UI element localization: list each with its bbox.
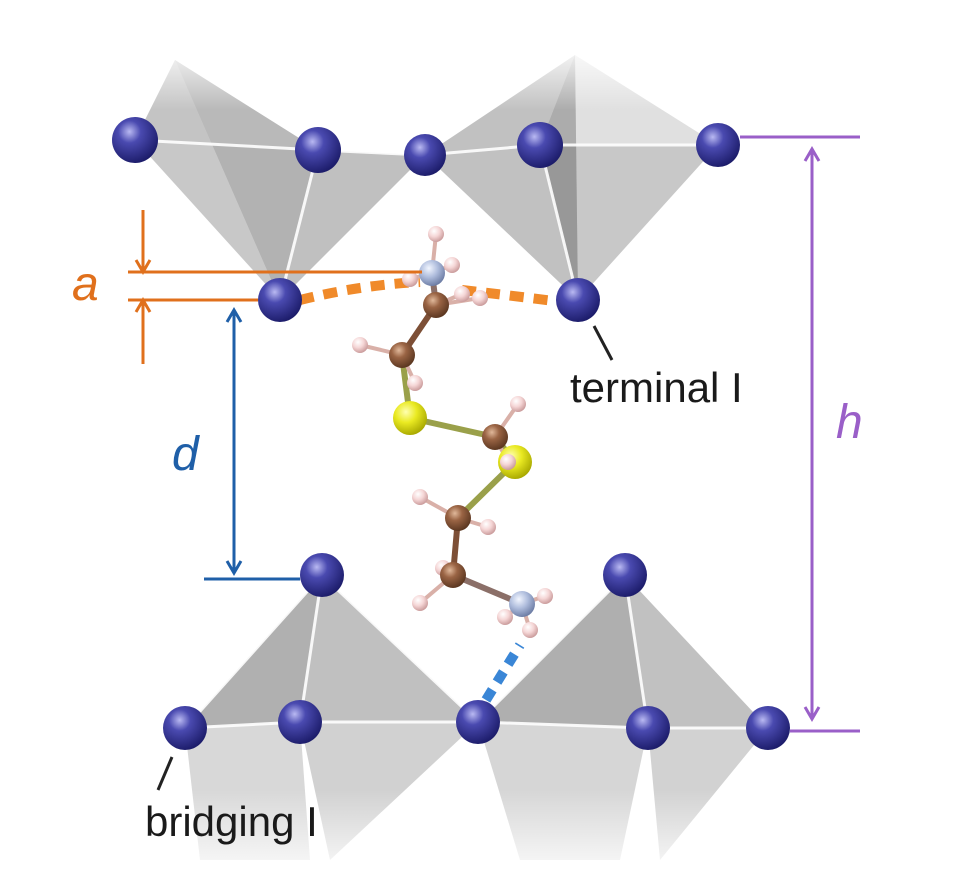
terminal-label: terminal I [570, 364, 743, 411]
hydrogen-atom [522, 622, 538, 638]
terminal-iodine-left [258, 278, 302, 322]
iodine-atom [112, 117, 158, 163]
hydrogen-atom [497, 609, 513, 625]
a-label: a [72, 258, 99, 311]
hydrogen-atom [454, 286, 470, 302]
top-bond [538, 144, 580, 301]
h-label: h [836, 396, 863, 449]
bottom-bond [476, 573, 627, 724]
bottom-octahedra-layer [150, 573, 810, 884]
iodine-atom [696, 123, 740, 167]
hydrogen-atom [472, 290, 488, 306]
iodine-atom [517, 122, 563, 168]
iodine-atom [278, 700, 322, 744]
hbond-orange-left [298, 277, 421, 305]
bridging-label: bridging I [145, 798, 318, 845]
hydrogen-atom [480, 519, 496, 535]
bridging-leader [156, 756, 174, 791]
hydrogen-atom [500, 454, 516, 470]
nitrogen-atom [509, 591, 535, 617]
hydrogen-atom [428, 226, 444, 242]
bottom-bond [320, 573, 480, 724]
carbon-atom [423, 292, 449, 318]
hydrogen-atom [537, 588, 553, 604]
top-fade-overlay [100, 40, 760, 110]
hydrogen-atom [444, 257, 460, 273]
hydrogen-atom [352, 337, 368, 353]
hbond-blue [481, 642, 525, 703]
top-bond [278, 149, 320, 301]
bottom-octahedron-right-face-b [625, 575, 768, 728]
bottom-bond [623, 574, 650, 729]
hydrogen-atom [412, 489, 428, 505]
top-octahedron-right-face-back [425, 55, 578, 300]
terminal-iodine-right [556, 278, 600, 322]
top-bond [134, 138, 319, 152]
terminal-leader [592, 325, 614, 361]
d-dimension-marker [204, 307, 300, 581]
hydrogen-atom [412, 595, 428, 611]
iodine-atom [404, 134, 446, 176]
bottom-octahedron-left-face-b [300, 575, 478, 722]
iodine-atom [456, 700, 500, 744]
nitrogen-atom [419, 260, 445, 286]
carbon-atom [482, 424, 508, 450]
bottom-fade-overlay [150, 790, 810, 884]
iodine-atom [746, 706, 790, 750]
carbon-atom [389, 342, 415, 368]
iodine-atom [295, 127, 341, 173]
top-octahedron-right-face-side [540, 145, 718, 300]
iodine-atoms [112, 117, 790, 750]
bottom-bond [183, 573, 324, 730]
carbon-atom [440, 562, 466, 588]
d-label: d [172, 428, 200, 481]
h-dimension-marker [740, 135, 860, 733]
top-octahedron-left-face-right [280, 150, 425, 300]
sulfur-atom [393, 401, 427, 435]
iodine-atom [603, 553, 647, 597]
hydrogen-atom [402, 271, 418, 287]
bridging-iodine [163, 706, 207, 750]
hbond-orange-right [461, 285, 563, 307]
hydrogen-atom [407, 375, 423, 391]
bottom-bond [298, 574, 324, 723]
hydrogen-atom [510, 396, 526, 412]
organic-atoms [352, 226, 553, 638]
bottom-bond [477, 720, 649, 730]
carbon-atom [445, 505, 471, 531]
bottom-octahedron-right-face-a [478, 575, 648, 728]
a-dimension-marker [128, 210, 422, 364]
top-octahedra-layer [100, 40, 760, 301]
iodine-atom [626, 706, 670, 750]
iodine-atom [300, 553, 344, 597]
